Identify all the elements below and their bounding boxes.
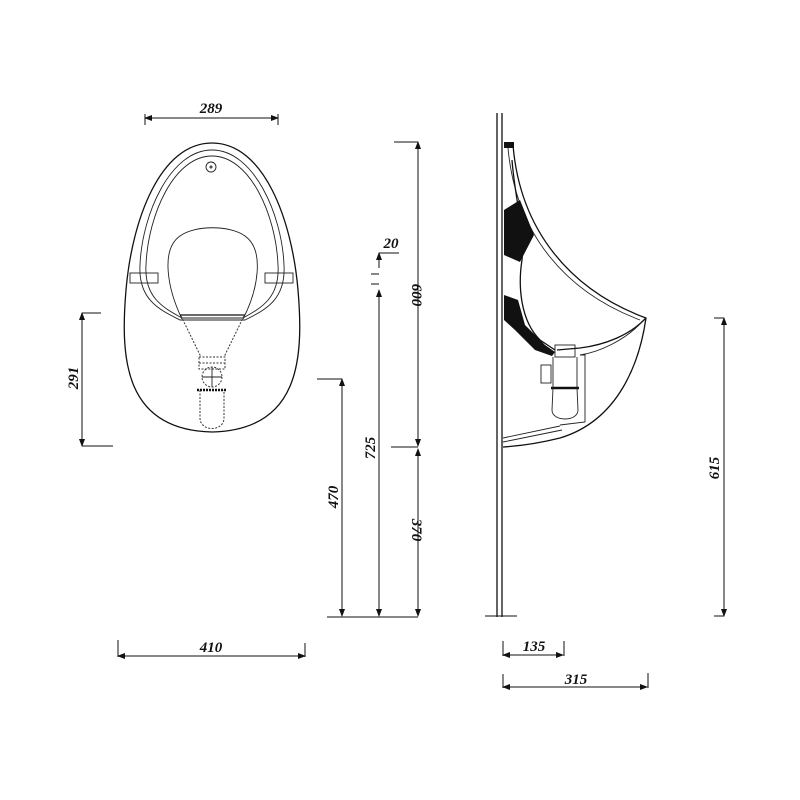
- dim-depth: 315: [502, 672, 649, 690]
- dim-label-615: 615: [707, 456, 723, 479]
- dim-label-315: 315: [564, 672, 588, 688]
- dim-label-725: 725: [363, 436, 379, 459]
- bowl-opening: [167, 227, 258, 320]
- dim-label-289: 289: [199, 101, 223, 117]
- front-view: [123, 142, 301, 433]
- shell-outer: [502, 144, 647, 448]
- dim-overall-width: 410: [117, 640, 306, 659]
- funnel-right: [223, 315, 245, 358]
- section-fill-upper: [504, 200, 534, 262]
- inlet-hole: [205, 161, 217, 173]
- bracket-left: [129, 272, 159, 284]
- dim-label-410: 410: [199, 640, 223, 656]
- dim-label-470: 470: [326, 485, 342, 509]
- dim-projection: 135: [502, 639, 565, 658]
- side-view: [485, 113, 647, 617]
- height-dimensions: 470 20 725 600 370: [317, 141, 424, 618]
- bracket-right: [264, 272, 294, 284]
- lip-inner-2: [579, 321, 643, 356]
- trap-hidden: [197, 356, 227, 429]
- dim-label-20: 20: [383, 236, 400, 252]
- inlet-center: [209, 165, 213, 169]
- side-trap: [540, 344, 586, 426]
- shell-inner: [507, 147, 641, 321]
- top-cap: [504, 142, 514, 148]
- rim-inner-outline: [145, 155, 279, 319]
- bottom-line-1: [502, 425, 561, 439]
- dim-label-600: 600: [408, 284, 424, 307]
- dim-label-291: 291: [66, 367, 82, 391]
- dim-body-height: 615: [707, 317, 727, 617]
- bowl-back: [511, 159, 556, 351]
- dim-outlet-height: 291: [66, 312, 113, 447]
- dim-top-width: 289: [144, 101, 279, 125]
- dim-label-135: 135: [523, 639, 546, 655]
- section-fill-lower: [504, 295, 555, 356]
- dim-label-370: 370: [408, 518, 424, 542]
- rim-outline: [139, 149, 285, 321]
- funnel-left: [180, 315, 202, 358]
- bottom-line-2: [502, 429, 563, 443]
- urinal-body-outline: [123, 142, 301, 433]
